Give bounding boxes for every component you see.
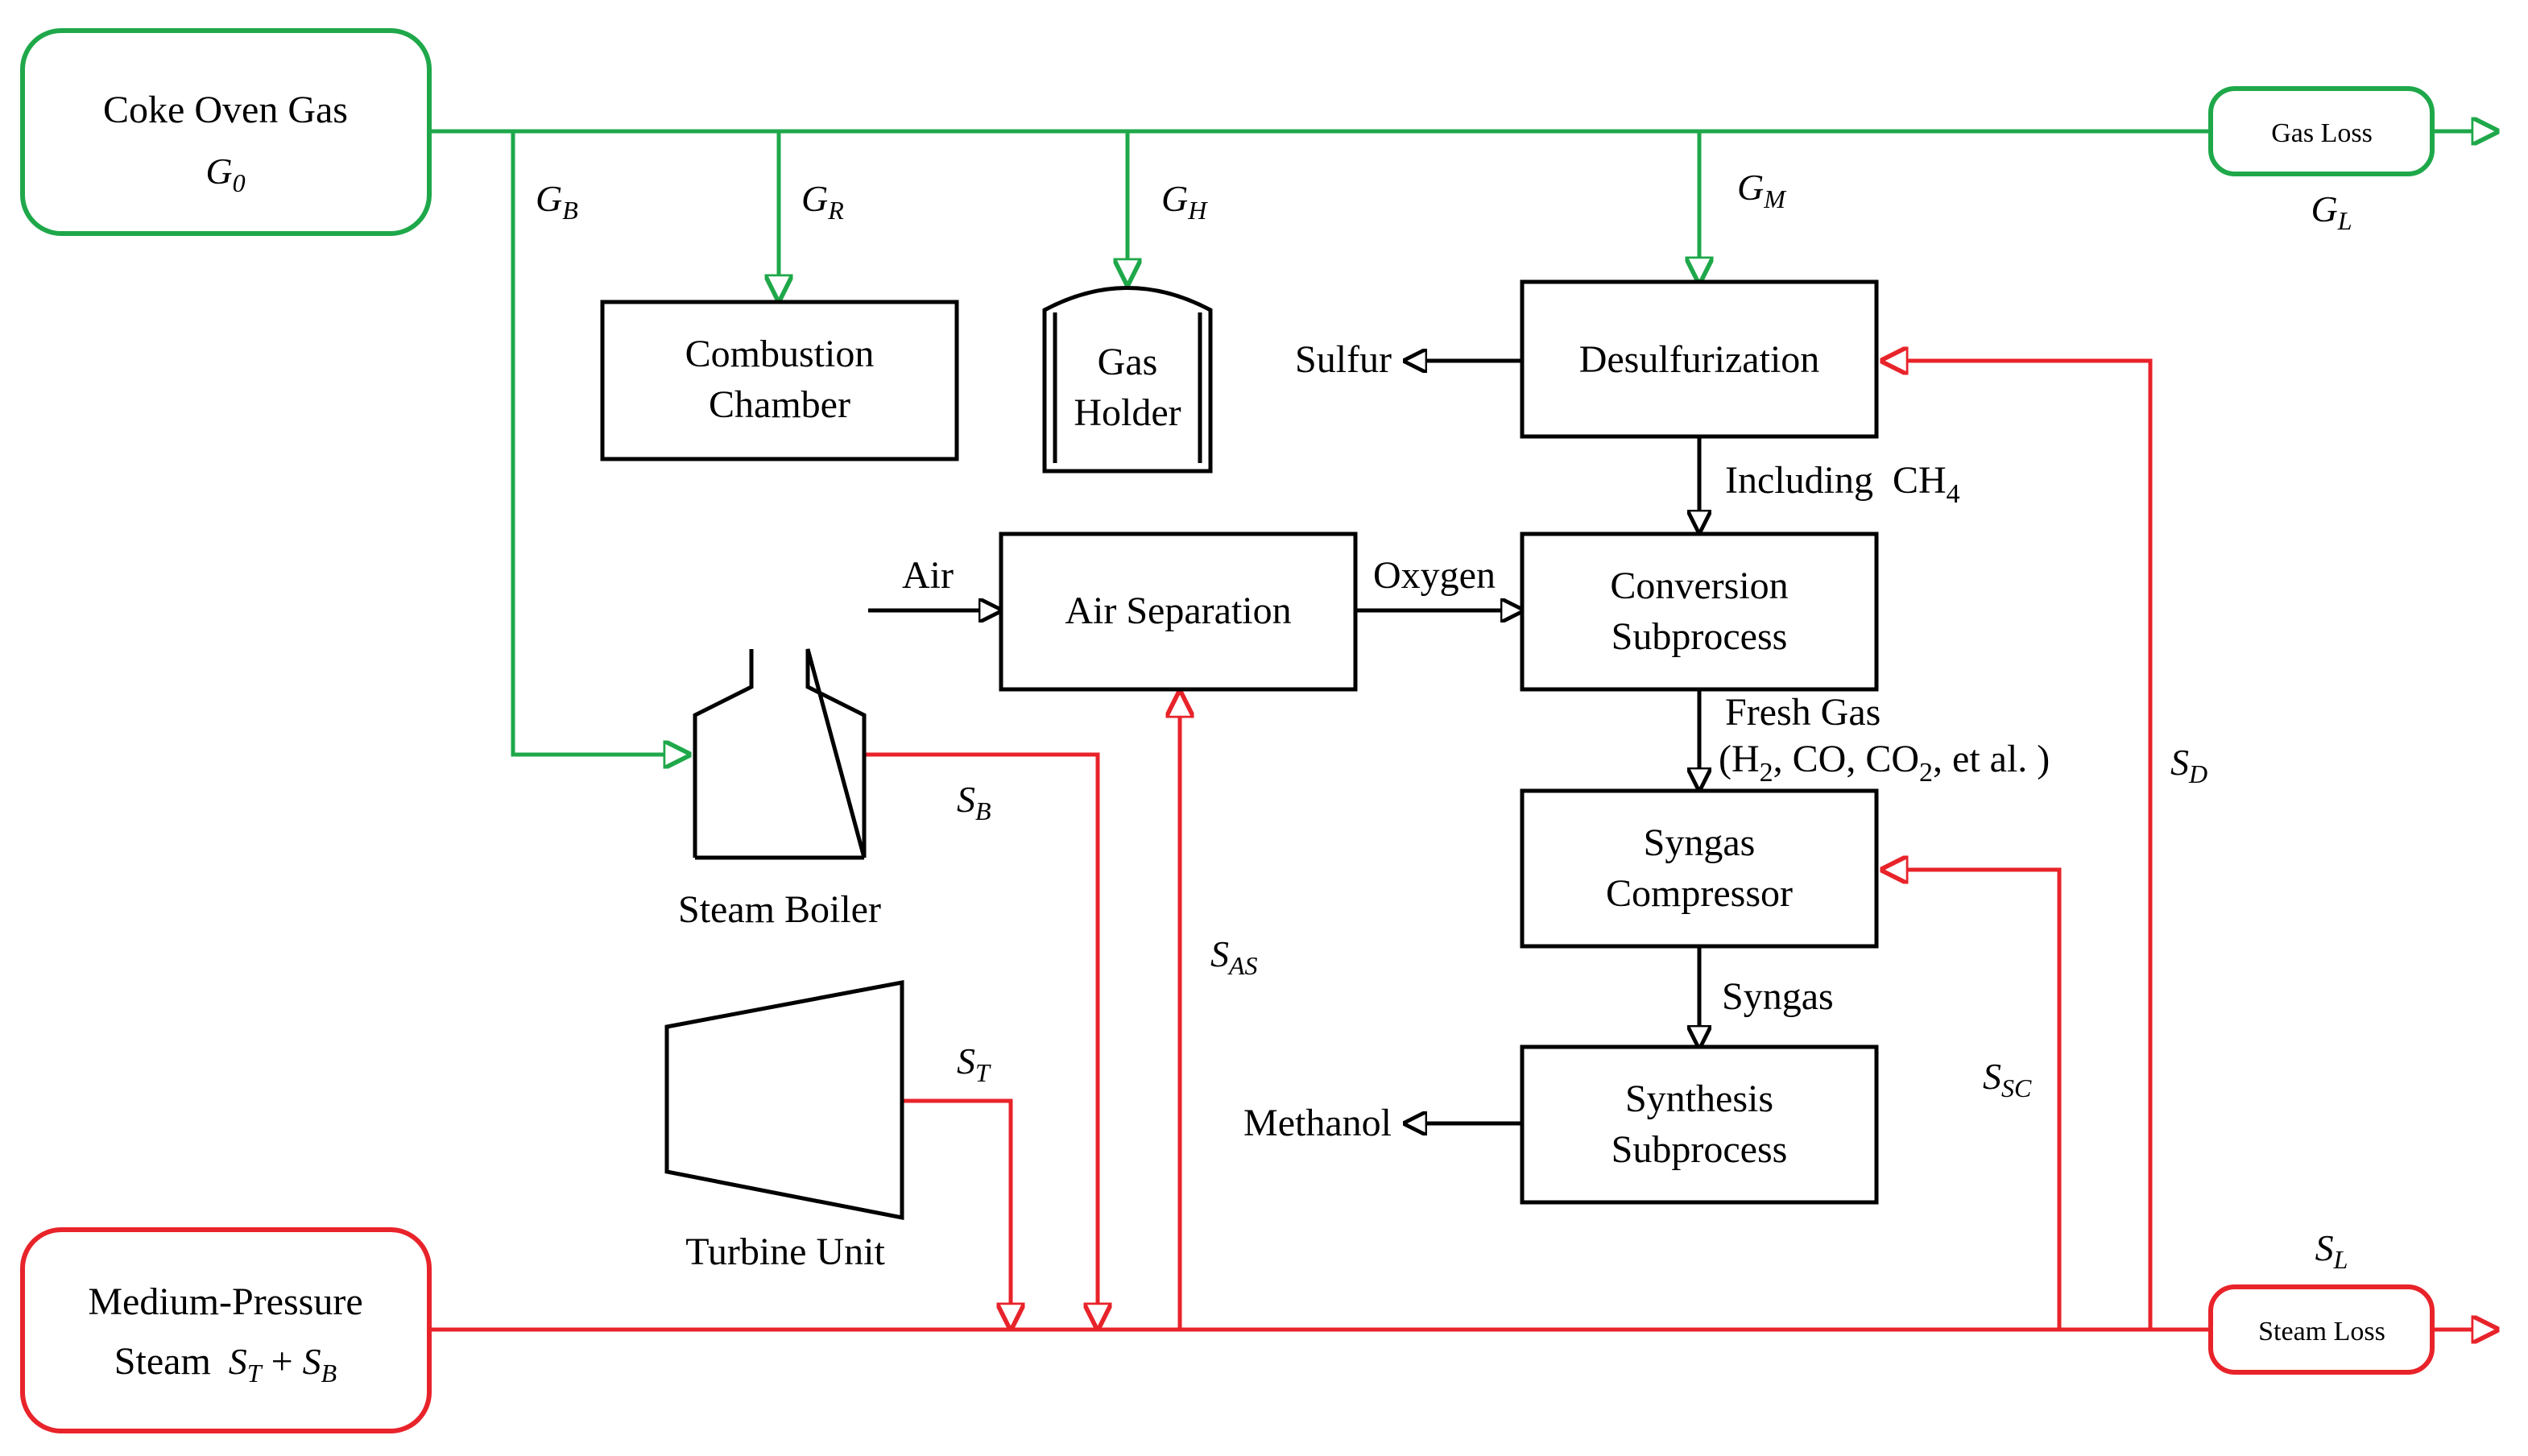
gas-holder-unit: Gas Holder — [1042, 286, 1213, 474]
air-separation-title: Air Separation — [1065, 589, 1291, 632]
steam-boiler-title: Steam Boiler — [678, 888, 881, 931]
steam-to-compressor-line — [1883, 870, 2062, 1330]
sl-symbol: SL — [2315, 1227, 2348, 1274]
air-separation-unit: Air Separation — [999, 532, 1358, 692]
gm-label: GM — [1737, 167, 1787, 213]
gas-loss-sink: Gas Loss — [2208, 86, 2435, 176]
gas-to-boiler-line — [511, 131, 689, 755]
mps-line1: Medium-Pressure — [88, 1280, 362, 1323]
sulfur-label: Sulfur — [1295, 338, 1392, 381]
conversion-subprocess-unit: Conversion Subprocess — [1520, 532, 1879, 692]
synthesis-line1: Synthesis — [1625, 1078, 1773, 1120]
desulfurization-title: Desulfurization — [1579, 338, 1820, 381]
fresh-gas-label: Fresh Gas — [1725, 691, 1880, 734]
synthesis-subprocess-unit: Synthesis Subprocess — [1520, 1044, 1879, 1205]
boiler-steam-line — [866, 752, 1098, 1328]
oxygen-label: Oxygen — [1373, 554, 1496, 597]
conversion-line1: Conversion — [1610, 565, 1788, 607]
methanol-label: Methanol — [1243, 1102, 1392, 1144]
sb-label: SB — [957, 779, 991, 825]
syngas-label: Syngas — [1722, 975, 1834, 1018]
desulfurization-unit: Desulfurization — [1520, 279, 1879, 439]
combustion-line1: Combustion — [685, 333, 875, 375]
gas-holder-line2: Holder — [1074, 391, 1181, 434]
gas-holder-line1: Gas — [1098, 341, 1158, 383]
steam-loss-sink: Steam Loss — [2208, 1284, 2435, 1375]
turbine-unit-title: Turbine Unit — [685, 1231, 885, 1273]
st-label: ST — [957, 1040, 991, 1087]
combustion-chamber-unit: Combustion Chamber — [600, 300, 959, 461]
combustion-line2: Chamber — [709, 383, 850, 426]
synthesis-line2: Subprocess — [1612, 1128, 1788, 1171]
coke-oven-gas-title: Coke Oven Gas — [103, 89, 348, 131]
g0-symbol: G0 — [205, 151, 245, 197]
fresh-gas-detail: (H2, CO, CO2, et al. ) — [1719, 738, 2050, 788]
air-label: Air — [902, 554, 954, 597]
steam-loss-title: Steam Loss — [2258, 1317, 2385, 1346]
turbine-steam-line — [902, 1098, 1011, 1328]
gr-label: GR — [801, 178, 844, 225]
coke-oven-gas-source: Coke Oven Gas G0 — [20, 28, 432, 236]
turbine-unit: Turbine Unit — [664, 979, 904, 1273]
sd-label: SD — [2170, 742, 2207, 788]
conversion-line2: Subprocess — [1612, 615, 1788, 658]
steam-to-desulfurization-line — [1883, 361, 2153, 1330]
gas-loss-title: Gas Loss — [2271, 118, 2373, 148]
compressor-line2: Compressor — [1606, 872, 1793, 915]
ssc-label: SSC — [1983, 1056, 2032, 1102]
gl-symbol: GL — [2311, 188, 2352, 235]
compressor-line1: Syngas — [1644, 821, 1756, 864]
gh-label: GH — [1161, 178, 1208, 225]
syngas-compressor-unit: Syngas Compressor — [1520, 788, 1879, 949]
gb-label: GB — [536, 178, 578, 225]
steam-boiler-unit: Steam Boiler — [678, 648, 881, 931]
sas-label: SAS — [1210, 933, 1258, 980]
